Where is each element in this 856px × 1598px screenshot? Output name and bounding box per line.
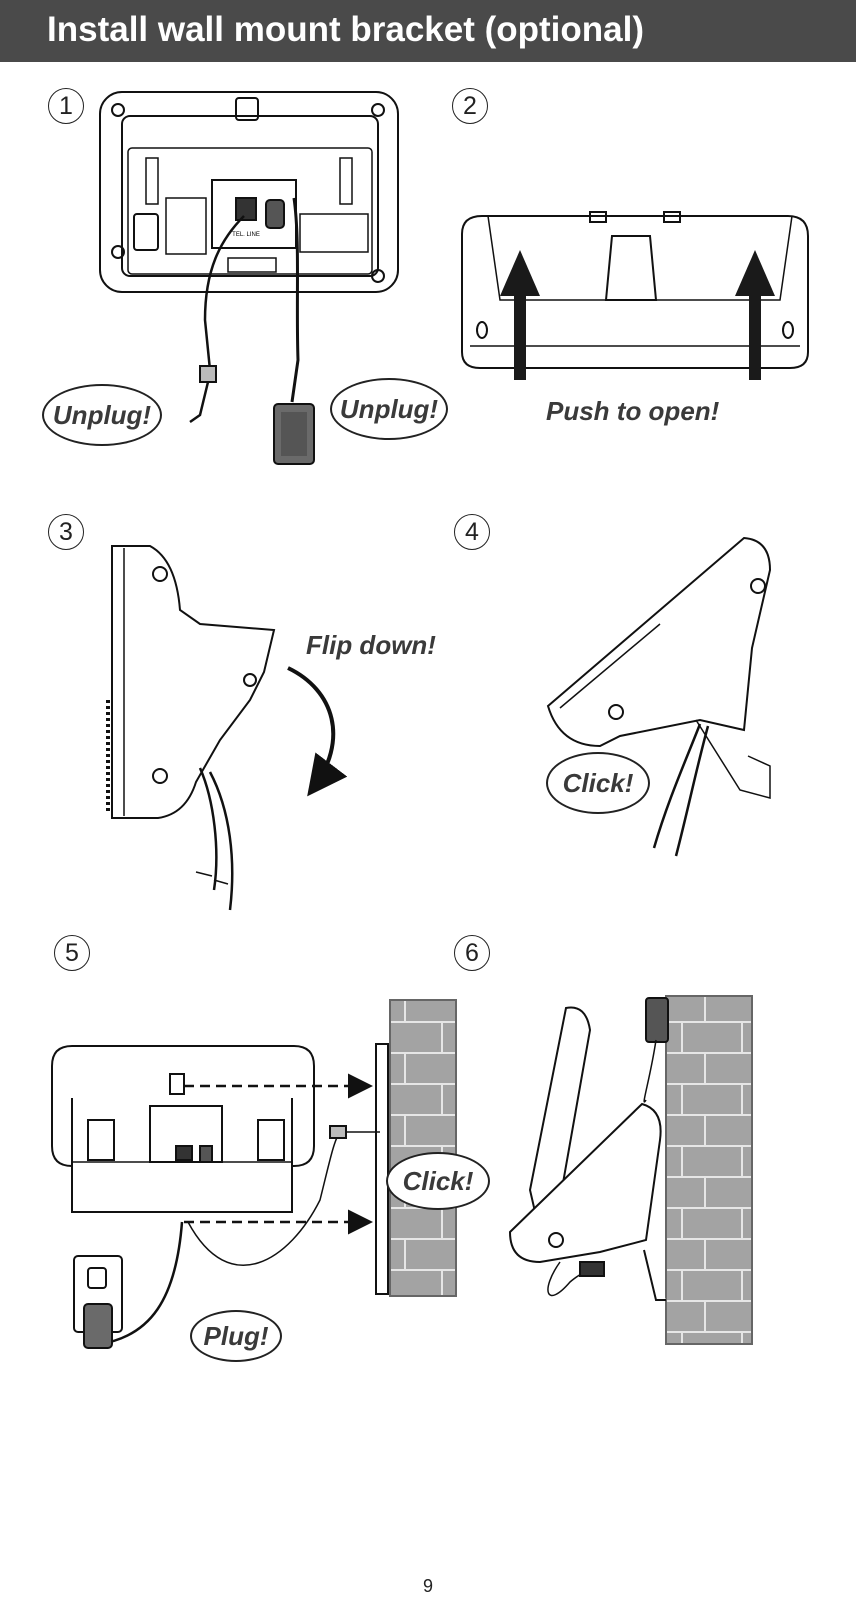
step-number-6: 6	[454, 935, 490, 971]
plug-callout: Plug!	[190, 1310, 282, 1362]
step-number-1: 1	[48, 88, 84, 124]
step-number-5: 5	[54, 935, 90, 971]
click-callout-step4: Click!	[546, 752, 650, 814]
section-header: Install wall mount bracket (optional)	[0, 0, 856, 62]
step2-bracket-illustration	[461, 211, 809, 380]
step1-base-rear-illustration	[99, 91, 399, 465]
step5-mount-illustration	[51, 999, 457, 1349]
flip-down-callout: Flip down!	[306, 630, 436, 660]
step3-flip-illustration	[106, 545, 348, 911]
unplug-callout-power: Unplug!	[330, 378, 448, 440]
step-number-2: 2	[452, 88, 488, 124]
unplug-callout-line: Unplug!	[42, 384, 162, 446]
step4-click-illustration	[546, 536, 772, 857]
step6-mounted-illustration	[508, 995, 753, 1345]
push-to-open-callout: Push to open!	[546, 396, 720, 426]
step-number-4: 4	[454, 514, 490, 550]
page-number: 9	[422, 1576, 433, 1596]
step-number-3: 3	[48, 514, 84, 550]
page-title: Install wall mount bracket (optional)	[47, 10, 644, 49]
tel-line-jack-label: TEL. LINE	[232, 232, 260, 238]
click-callout-step5: Click!	[386, 1152, 490, 1210]
